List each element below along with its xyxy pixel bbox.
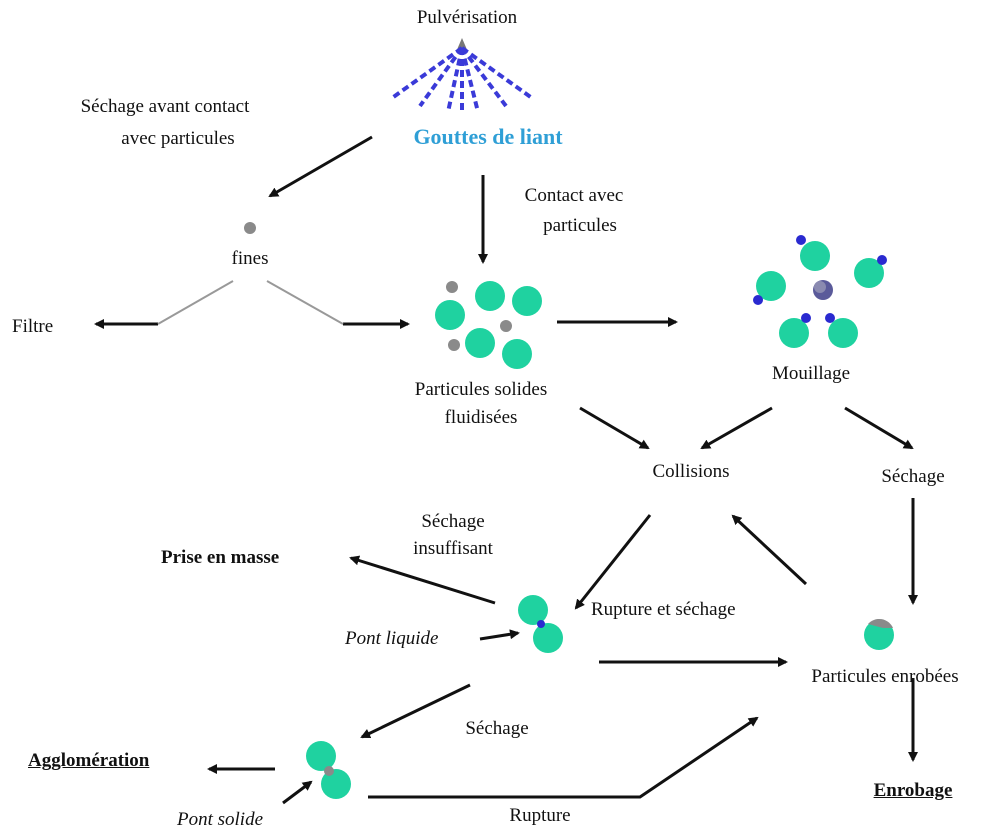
label-pulverisation: Pulvérisation — [416, 7, 518, 28]
label-collisions: Collisions — [652, 461, 730, 482]
coated-particle-icon — [864, 618, 894, 650]
label-agglomeration: Agglomération — [28, 750, 150, 771]
arrow-mouillage-to-sechage — [844, 406, 914, 450]
label-pont-liquide: Pont liquide — [345, 628, 439, 649]
label-particules-solides-line2: fluidisées — [444, 407, 518, 428]
arrow-bridge-to-solid — [360, 683, 471, 739]
liquid-bridge-icon — [518, 595, 563, 653]
label-particules-enrobees: Particules enrobées — [811, 666, 959, 687]
label-enrobage: Enrobage — [873, 780, 953, 801]
arrow-pont-solide — [282, 780, 313, 805]
line-fines-left — [157, 280, 234, 325]
arrow-rupture-to-coated — [368, 716, 759, 799]
label-fines: fines — [231, 248, 269, 269]
arrow-bridge-to-prise — [349, 555, 496, 605]
label-contact-line1: Contact avec — [524, 185, 624, 206]
label-sechage-insuffisant-line2: insuffisant — [413, 538, 493, 559]
arrow-coated-to-collisions — [731, 514, 808, 586]
label-particules-solides-line1: Particules solides — [414, 379, 548, 400]
label-contact-line2: particules — [543, 215, 617, 236]
spray-nozzle-icon — [390, 38, 534, 114]
solid-bridge-icon — [306, 741, 351, 799]
arrow-pont-liquide — [479, 629, 520, 641]
label-sechage-mid: Séchage — [465, 718, 529, 739]
fine-particle-icon — [244, 222, 256, 234]
fluidized-particles-icon — [435, 281, 542, 369]
label-rupture: Rupture — [509, 805, 571, 826]
label-gouttes-de-liant: Gouttes de liant — [413, 124, 563, 149]
line-fines-right — [266, 280, 344, 325]
wetting-particles-icon — [753, 235, 887, 348]
label-pont-solide: Pont solide — [177, 809, 264, 830]
label-prise-en-masse: Prise en masse — [161, 547, 280, 568]
label-rupture-et-sechage: Rupture et séchage — [591, 599, 736, 620]
arrow-collisions-to-bridge — [574, 514, 652, 610]
label-mouillage: Mouillage — [771, 363, 851, 384]
arrow-mouillage-to-collisions — [700, 406, 773, 450]
label-sechage-avant-line2: avec particules — [121, 128, 235, 149]
label-filtre: Filtre — [12, 316, 54, 337]
arrow-drops-to-fines — [268, 135, 373, 198]
label-sechage-right: Séchage — [881, 466, 945, 487]
arrow-particles-to-collisions — [579, 406, 650, 450]
label-sechage-avant-line1: Séchage avant contact — [80, 96, 250, 117]
label-sechage-insuffisant-line1: Séchage — [421, 511, 485, 532]
